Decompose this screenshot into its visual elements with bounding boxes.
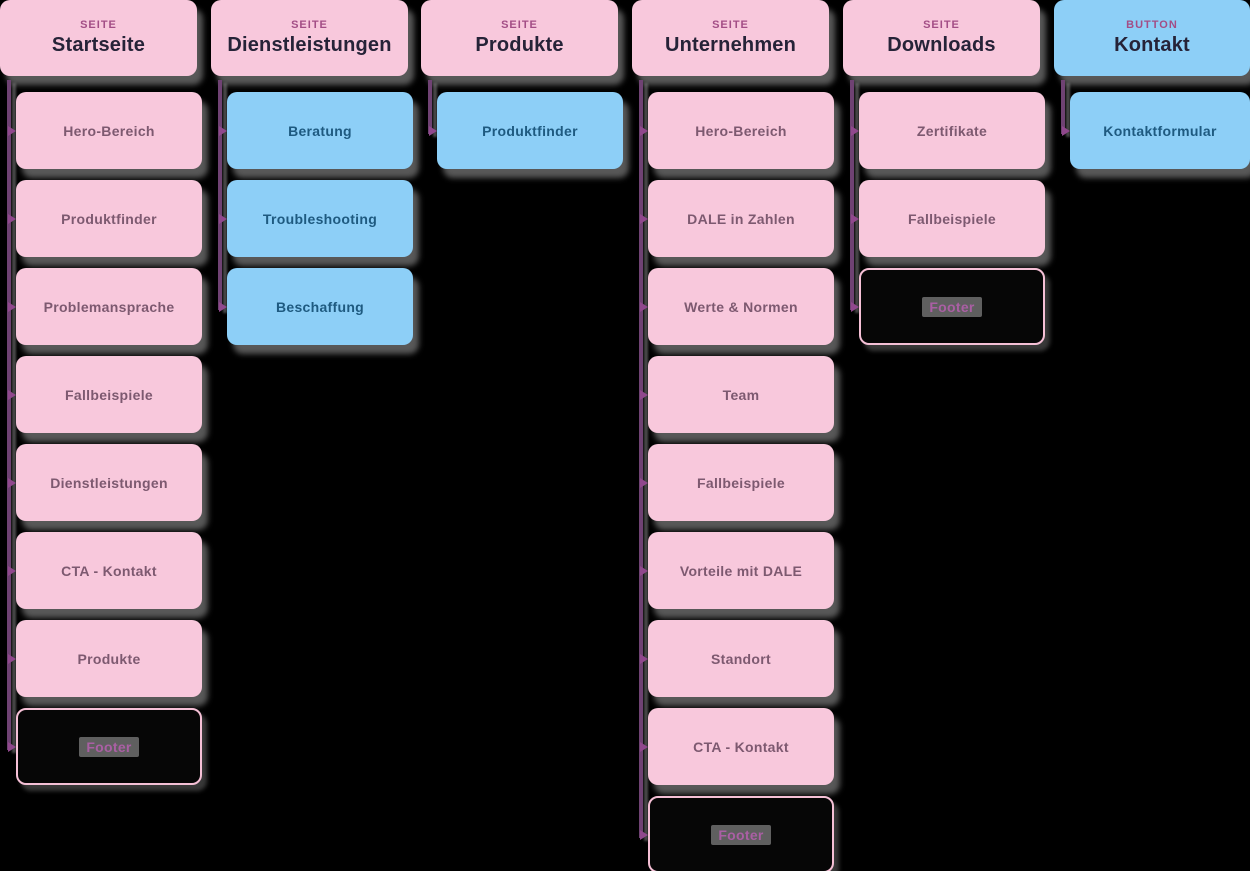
connector-rail bbox=[218, 80, 222, 310]
section-card-label: Troubleshooting bbox=[262, 210, 378, 227]
section-card-label: Hero-Bereich bbox=[695, 122, 787, 139]
connector-arrow-icon bbox=[640, 301, 648, 312]
connector-arrow-icon bbox=[8, 653, 16, 664]
section-card-label: CTA - Kontakt bbox=[61, 562, 157, 579]
section-card-standort[interactable]: Standort bbox=[648, 620, 834, 697]
connector-arrow-icon bbox=[640, 477, 648, 488]
section-card-label: Problemansprache bbox=[43, 298, 175, 315]
node-type-label: SEITE bbox=[80, 19, 117, 31]
section-card-label: Produkte bbox=[77, 650, 141, 667]
section-card-produktfinder[interactable]: Produktfinder bbox=[437, 92, 623, 169]
node-type-label: BUTTON bbox=[1126, 19, 1178, 31]
connector-arrow-icon bbox=[640, 213, 648, 224]
page-node-card-downloads[interactable]: SEITE Downloads bbox=[843, 0, 1040, 76]
section-card-zertifikate[interactable]: Zertifikate bbox=[859, 92, 1045, 169]
footer-section-cardfooter[interactable]: Footer bbox=[648, 796, 834, 871]
connector-arrow-icon bbox=[640, 389, 648, 400]
section-card-vorteile-mit-dale[interactable]: Vorteile mit DALE bbox=[648, 532, 834, 609]
section-card-beratung[interactable]: Beratung bbox=[227, 92, 413, 169]
section-card-produktfinder[interactable]: Produktfinder bbox=[16, 180, 202, 257]
section-card-team[interactable]: Team bbox=[648, 356, 834, 433]
connector-arrow-icon bbox=[640, 653, 648, 664]
section-card-beschaffung[interactable]: Beschaffung bbox=[227, 268, 413, 345]
connector-arrow-icon bbox=[429, 125, 437, 136]
connector-arrow-icon bbox=[8, 213, 16, 224]
section-card-hero-bereich[interactable]: Hero-Bereich bbox=[16, 92, 202, 169]
node-title: Unternehmen bbox=[664, 34, 797, 56]
connector-arrow-icon bbox=[8, 301, 16, 312]
section-card-werte-normen[interactable]: Werte & Normen bbox=[648, 268, 834, 345]
node-type-label: SEITE bbox=[712, 19, 749, 31]
page-node-card-produkte[interactable]: SEITE Produkte bbox=[421, 0, 618, 76]
connector-arrow-icon bbox=[640, 125, 648, 136]
node-title: Dienstleistungen bbox=[227, 34, 392, 56]
node-title: Produkte bbox=[475, 34, 564, 56]
connector-arrow-icon bbox=[219, 301, 227, 312]
connector-arrow-icon bbox=[1062, 125, 1070, 136]
node-type-label: SEITE bbox=[501, 19, 538, 31]
section-card-produkte[interactable]: Produkte bbox=[16, 620, 202, 697]
section-card-label: Fallbeispiele bbox=[65, 386, 153, 403]
section-card-label: Footer bbox=[922, 296, 982, 317]
connector-arrow-icon bbox=[8, 565, 16, 576]
node-type-label: SEITE bbox=[291, 19, 328, 31]
section-card-label: Standort bbox=[711, 650, 771, 667]
section-card-label: Footer bbox=[711, 824, 771, 845]
connector-arrow-icon bbox=[851, 125, 859, 136]
section-card-label: Produktfinder bbox=[482, 122, 578, 139]
node-title: Startseite bbox=[51, 34, 146, 56]
connector-rail bbox=[428, 80, 432, 134]
node-title: Kontakt bbox=[1114, 34, 1190, 56]
section-card-label: Zertifikate bbox=[916, 122, 988, 139]
footer-section-cardfooter[interactable]: Footer bbox=[859, 268, 1045, 345]
button-node-card-kontakt[interactable]: BUTTON Kontakt bbox=[1054, 0, 1250, 76]
connector-rail bbox=[1061, 80, 1065, 134]
page-node-card-dienstleistungen[interactable]: SEITE Dienstleistungen bbox=[211, 0, 408, 76]
connector-arrow-icon bbox=[8, 477, 16, 488]
section-card-fallbeispiele[interactable]: Fallbeispiele bbox=[859, 180, 1045, 257]
section-card-troubleshooting[interactable]: Troubleshooting bbox=[227, 180, 413, 257]
section-card-label: Werte & Normen bbox=[684, 298, 798, 315]
page-node-card-startseite[interactable]: SEITE Startseite bbox=[0, 0, 197, 76]
connector-rail bbox=[7, 80, 11, 750]
section-card-hero-bereich[interactable]: Hero-Bereich bbox=[648, 92, 834, 169]
section-card-dienstleistungen[interactable]: Dienstleistungen bbox=[16, 444, 202, 521]
section-card-label: DALE in Zahlen bbox=[687, 210, 795, 227]
connector-rail bbox=[639, 80, 643, 838]
section-card-kontaktformular[interactable]: Kontaktformular bbox=[1070, 92, 1250, 169]
node-title: Downloads bbox=[887, 34, 996, 56]
section-card-fallbeispiele[interactable]: Fallbeispiele bbox=[16, 356, 202, 433]
node-type-label: SEITE bbox=[923, 19, 960, 31]
connector-arrow-icon bbox=[8, 389, 16, 400]
section-card-label: Produktfinder bbox=[61, 210, 157, 227]
connector-arrow-icon bbox=[640, 829, 648, 840]
connector-rail bbox=[850, 80, 854, 310]
section-card-label: Vorteile mit DALE bbox=[679, 562, 803, 579]
section-card-label: Fallbeispiele bbox=[908, 210, 996, 227]
connector-arrow-icon bbox=[640, 741, 648, 752]
section-card-label: Beratung bbox=[288, 122, 352, 139]
connector-arrow-icon bbox=[851, 301, 859, 312]
section-card-cta-kontakt[interactable]: CTA - Kontakt bbox=[16, 532, 202, 609]
section-card-label: Footer bbox=[79, 736, 139, 757]
connector-arrow-icon bbox=[219, 213, 227, 224]
page-node-card-unternehmen[interactable]: SEITE Unternehmen bbox=[632, 0, 829, 76]
section-card-dale-in-zahlen[interactable]: DALE in Zahlen bbox=[648, 180, 834, 257]
section-card-cta-kontakt[interactable]: CTA - Kontakt bbox=[648, 708, 834, 785]
section-card-label: Hero-Bereich bbox=[63, 122, 155, 139]
section-card-fallbeispiele[interactable]: Fallbeispiele bbox=[648, 444, 834, 521]
section-card-label: Dienstleistungen bbox=[50, 474, 168, 491]
connector-arrow-icon bbox=[640, 565, 648, 576]
section-card-label: CTA - Kontakt bbox=[693, 738, 789, 755]
section-card-label: Fallbeispiele bbox=[697, 474, 785, 491]
section-card-label: Kontaktformular bbox=[1103, 122, 1217, 139]
connector-arrow-icon bbox=[219, 125, 227, 136]
section-card-label: Beschaffung bbox=[275, 298, 365, 315]
section-card-problemansprache[interactable]: Problemansprache bbox=[16, 268, 202, 345]
connector-arrow-icon bbox=[851, 213, 859, 224]
connector-arrow-icon bbox=[8, 741, 16, 752]
footer-section-cardfooter[interactable]: Footer bbox=[16, 708, 202, 785]
connector-arrow-icon bbox=[8, 125, 16, 136]
section-card-label: Team bbox=[722, 386, 760, 403]
